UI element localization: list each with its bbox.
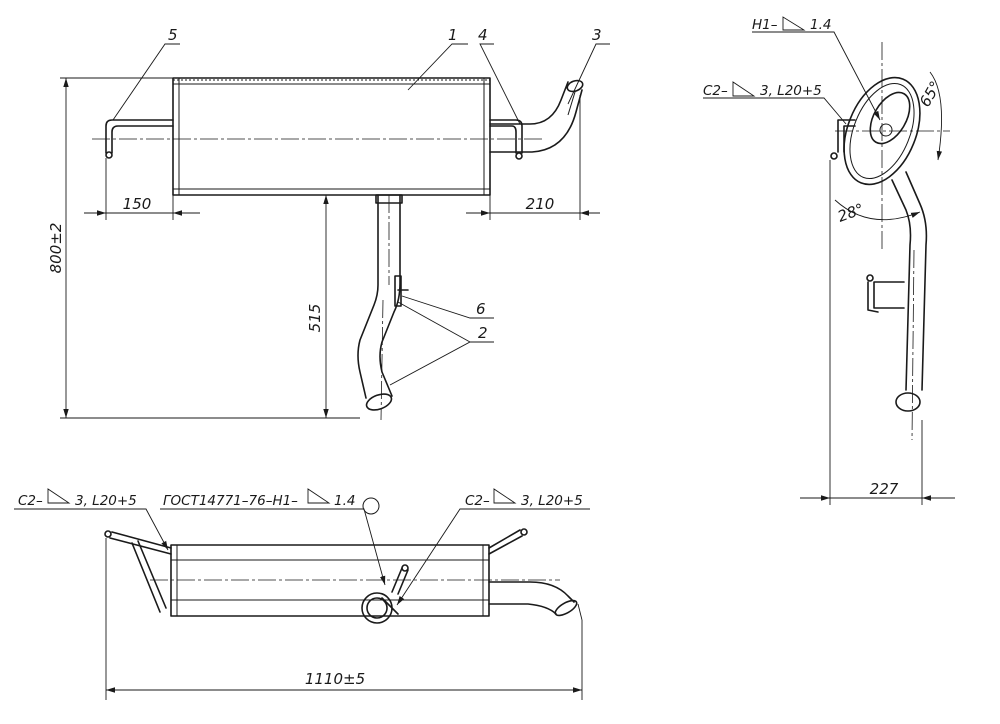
svg-text:H1–: H1–: [752, 17, 778, 33]
dim-1110-label: 1110±5: [305, 670, 365, 688]
svg-text:3, L20+5: 3, L20+5: [760, 83, 822, 99]
dim-210: 210: [466, 95, 600, 220]
svg-text:3, L20+5: 3, L20+5: [75, 493, 137, 509]
left-hanger: [105, 119, 174, 159]
dim-150-label: 150: [123, 195, 152, 213]
dim-800-label: 800±2: [47, 223, 65, 274]
svg-text:C2–: C2–: [465, 493, 490, 509]
weld-gost: ГОСТ14771–76–H1– 1.4: [160, 488, 386, 586]
dim-515-label: 515: [306, 304, 324, 333]
part-label-5: 5: [168, 26, 178, 44]
weld-c2-top-left: C2– 3, L20+5: [14, 488, 169, 551]
muffler-body-top: [170, 544, 490, 617]
part-label-3: 3: [592, 26, 602, 44]
dim-227: 227: [800, 160, 955, 505]
muffler-end-oval: [843, 76, 921, 186]
part-label-4: 4: [478, 26, 488, 44]
top-view: C2– 3, L20+5 ГОСТ14771–76–H1– 1.4 C2– 3,…: [14, 488, 590, 700]
part-label-1: 1: [448, 26, 458, 44]
svg-text:1.4: 1.4: [810, 17, 831, 33]
weld-h1-side: H1– 1.4: [752, 16, 881, 121]
weld-c2-top-right: C2– 3, L20+5: [396, 488, 590, 606]
inlet-pipe: [357, 194, 403, 421]
dim-1110: 1110±5: [105, 538, 583, 700]
svg-text:ГОСТ14771–76–H1–: ГОСТ14771–76–H1–: [163, 493, 298, 509]
part-label-2: 2: [478, 324, 488, 342]
part-label-6: 6: [476, 300, 486, 318]
dim-210-label: 210: [526, 195, 555, 213]
dim-150: 150: [84, 158, 200, 220]
svg-text:C2–: C2–: [703, 83, 728, 99]
muffler-body: [172, 77, 491, 196]
side-view: 65° 28° H1– 1.4 C2– 3, L20+5 227: [703, 16, 955, 505]
dim-800: 800±2: [47, 77, 360, 419]
dim-515: 515: [306, 194, 378, 418]
part-leaders: 1 4 3 5 6 2: [112, 26, 610, 386]
pipe-hanger: [394, 275, 409, 307]
outlet-pipe: [489, 79, 584, 153]
front-view: 800±2 515 150 210 1: [47, 26, 610, 421]
svg-text:3, L20+5: 3, L20+5: [521, 493, 583, 509]
weld-c2-side: C2– 3, L20+5: [703, 81, 847, 125]
dim-227-label: 227: [870, 480, 899, 498]
right-hanger: [489, 119, 523, 160]
svg-text:C2–: C2–: [18, 493, 43, 509]
svg-text:1.4: 1.4: [334, 493, 355, 509]
